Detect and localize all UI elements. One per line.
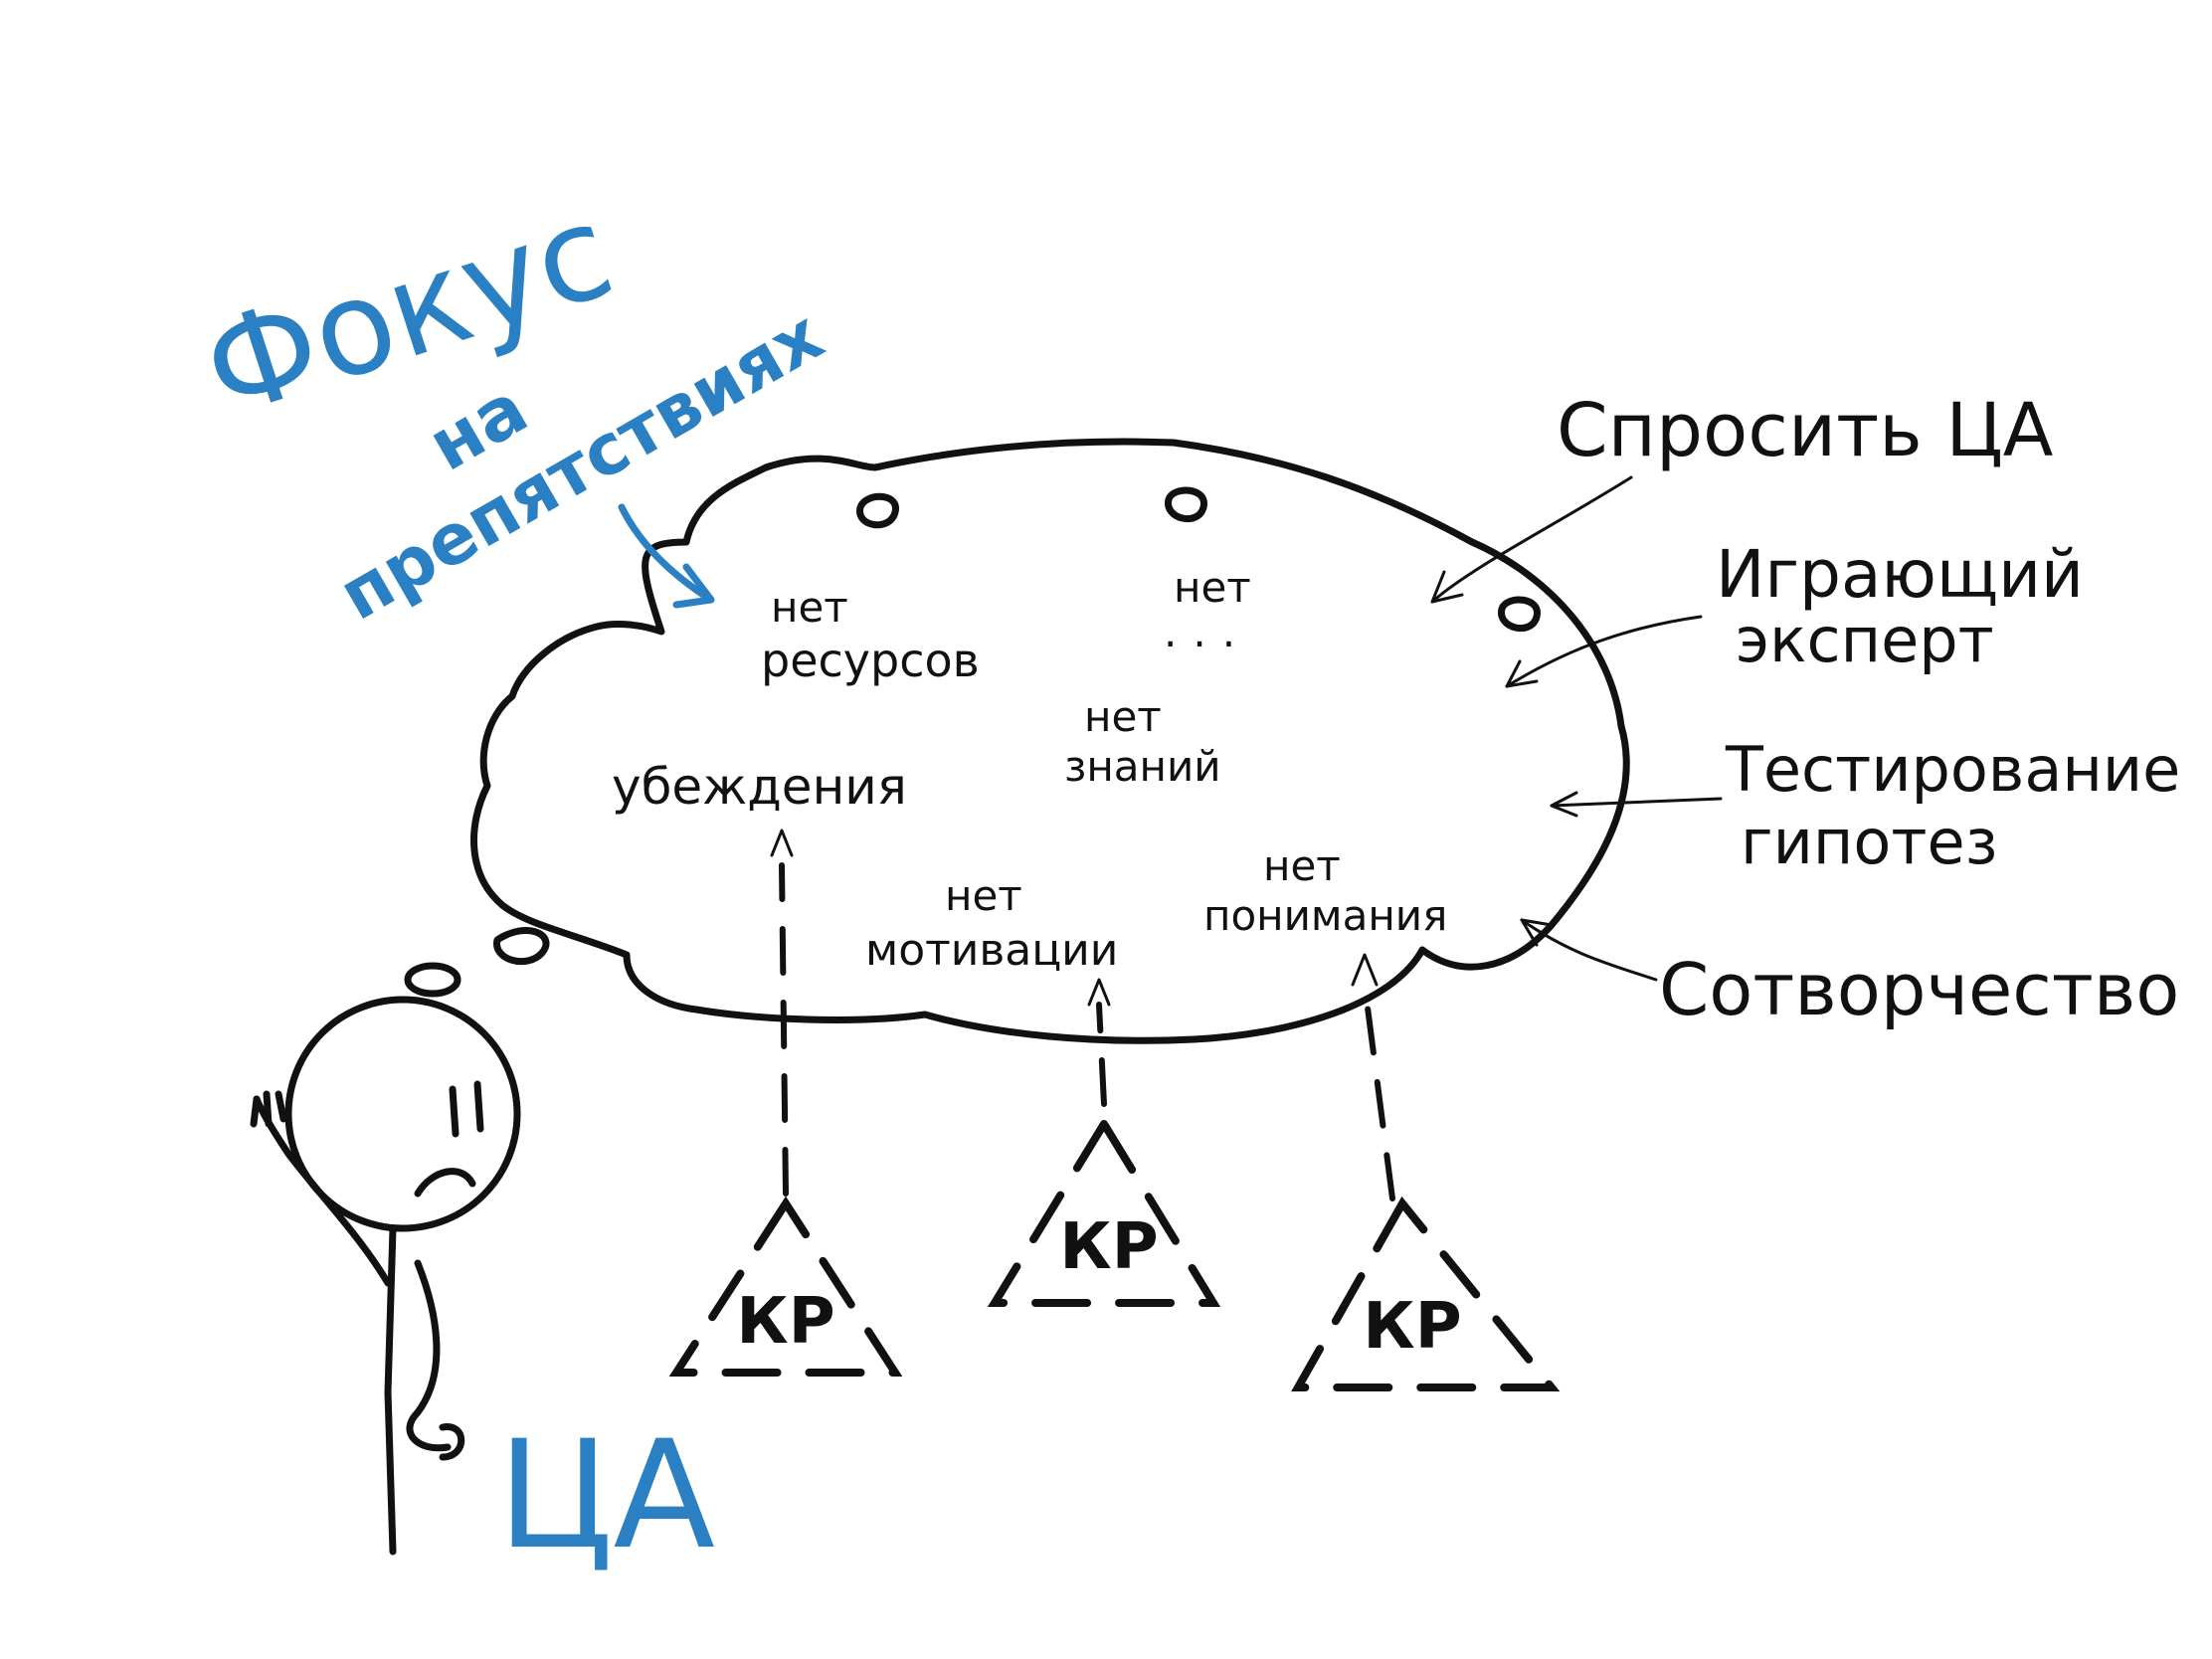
thought-bubble-icon [404,962,461,998]
focus-arrowhead-icon [672,563,715,609]
no-understanding-line2: понимания [1203,891,1447,940]
method-testing-line2: гипотез [1741,806,1998,878]
method-cocreation-label: Сотворчество [1659,948,2179,1031]
dependency-arrows [770,829,1395,1201]
no-knowledge-line2: знаний [1064,742,1221,791]
method-expert-line2: эксперт [1736,604,1994,676]
no-understanding-line1: нет [1263,841,1341,890]
no-other-line2: ... [1164,608,1251,656]
no-motivation-line1: нет [945,871,1022,920]
focus-title: Фокус [187,175,630,448]
triangle-label-1: КР [736,1285,834,1359]
triangle-label-3: КР [1363,1290,1461,1364]
triangle-icon-2 [987,1116,1221,1307]
triangle-label-2: КР [1059,1210,1158,1284]
audience-label: ЦА [497,1409,715,1582]
triangle-icon-1 [668,1196,903,1377]
method-expert-line1: Играющий [1716,536,2084,613]
method-ask-label: Спросить ЦА [1557,388,2054,473]
beliefs: убеждения [612,758,907,816]
no-other-line1: нет [1174,563,1251,612]
focus-arrow-icon [618,503,710,601]
method-arrows [1430,475,1723,982]
method-testing-line1: Тестирование [1725,733,2180,806]
triangle-icon-3 [1291,1196,1561,1391]
no-knowledge-line1: нет [1084,692,1162,741]
no-resources-line2: ресурсов [761,634,980,687]
stick-figure-icon [250,996,521,1556]
no-motivation-line2: мотивации [865,925,1118,976]
thought-cloud-icon [470,438,1630,1044]
no-resources-line1: нет [771,583,848,632]
